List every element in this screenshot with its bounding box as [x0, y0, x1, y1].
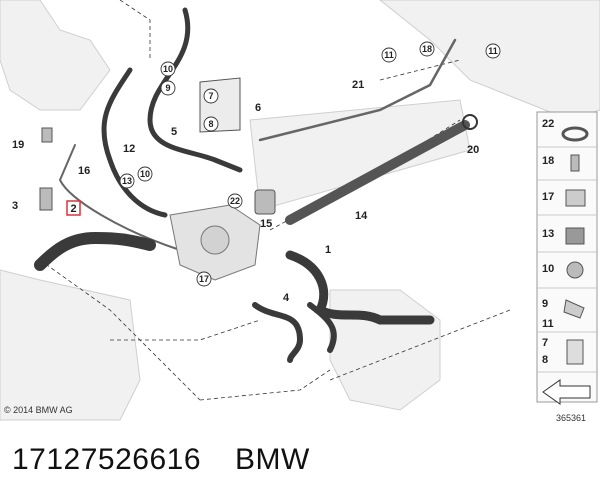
svg-text:22: 22: [542, 118, 554, 130]
svg-text:18: 18: [422, 44, 432, 54]
callout-labels: 19 3 16 12 5 6 21 15 14 1 4 20: [12, 79, 479, 304]
hose-2-highlighted: [34, 231, 156, 271]
svg-text:5: 5: [171, 126, 177, 138]
svg-text:6: 6: [255, 102, 261, 114]
svg-text:3: 3: [12, 200, 18, 212]
svg-text:8: 8: [542, 354, 548, 366]
parts-diagram: 19 3 16 12 5 6 21 15 14 1 4 20 109 78 13…: [0, 0, 600, 421]
hoses: [34, 7, 470, 363]
svg-text:11: 11: [542, 318, 554, 330]
svg-text:10: 10: [140, 169, 150, 179]
svg-text:7: 7: [208, 91, 213, 101]
hose-12: [101, 67, 168, 218]
legend-arrow-icon: [542, 379, 591, 405]
svg-text:22: 22: [230, 196, 240, 206]
svg-text:12: 12: [123, 143, 135, 155]
part-caption: 17127526616 BMW: [12, 443, 310, 477]
pipe-21: [258, 38, 457, 142]
svg-text:14: 14: [355, 210, 368, 222]
svg-text:4: 4: [283, 292, 290, 304]
svg-text:15: 15: [260, 218, 272, 230]
svg-text:11: 11: [488, 46, 498, 56]
svg-text:7: 7: [542, 337, 548, 349]
hose-4b: [307, 302, 337, 353]
copyright-notice: © 2014 BMW AG: [4, 405, 73, 415]
svg-text:21: 21: [352, 79, 364, 91]
circled-callout-text: 10 9 7 8 13 10 22 17 11 18 11: [122, 44, 498, 284]
parts-legend: 22 18 17 13 10 9 11 7 8: [536, 111, 598, 405]
svg-text:13: 13: [542, 228, 554, 240]
svg-text:10: 10: [542, 263, 554, 275]
svg-text:18: 18: [542, 155, 554, 167]
svg-text:1: 1: [325, 244, 331, 256]
diagram-reference-number: 365361: [556, 413, 587, 423]
svg-text:8: 8: [208, 119, 213, 129]
leader-lines: [39, 0, 511, 401]
svg-text:20: 20: [467, 144, 479, 156]
svg-text:10: 10: [163, 64, 173, 74]
pipe-16: [58, 144, 181, 251]
svg-text:2: 2: [70, 203, 76, 215]
part-number: 17127526616: [12, 443, 202, 476]
svg-text:19: 19: [12, 139, 24, 151]
svg-text:16: 16: [78, 165, 90, 177]
highlighted-callout: 2: [66, 200, 81, 216]
hose-5: [147, 7, 243, 173]
svg-text:17: 17: [542, 191, 554, 203]
hose-4: [252, 302, 304, 363]
water-pump-housing: [169, 204, 261, 281]
circled-callouts: [119, 41, 501, 287]
brand-name: BMW: [235, 443, 310, 476]
svg-text:9: 9: [542, 298, 548, 310]
svg-text:9: 9: [165, 83, 170, 93]
svg-text:17: 17: [199, 274, 209, 284]
svg-text:11: 11: [384, 50, 394, 60]
svg-text:13: 13: [122, 176, 132, 186]
pipe-14: [285, 120, 470, 225]
